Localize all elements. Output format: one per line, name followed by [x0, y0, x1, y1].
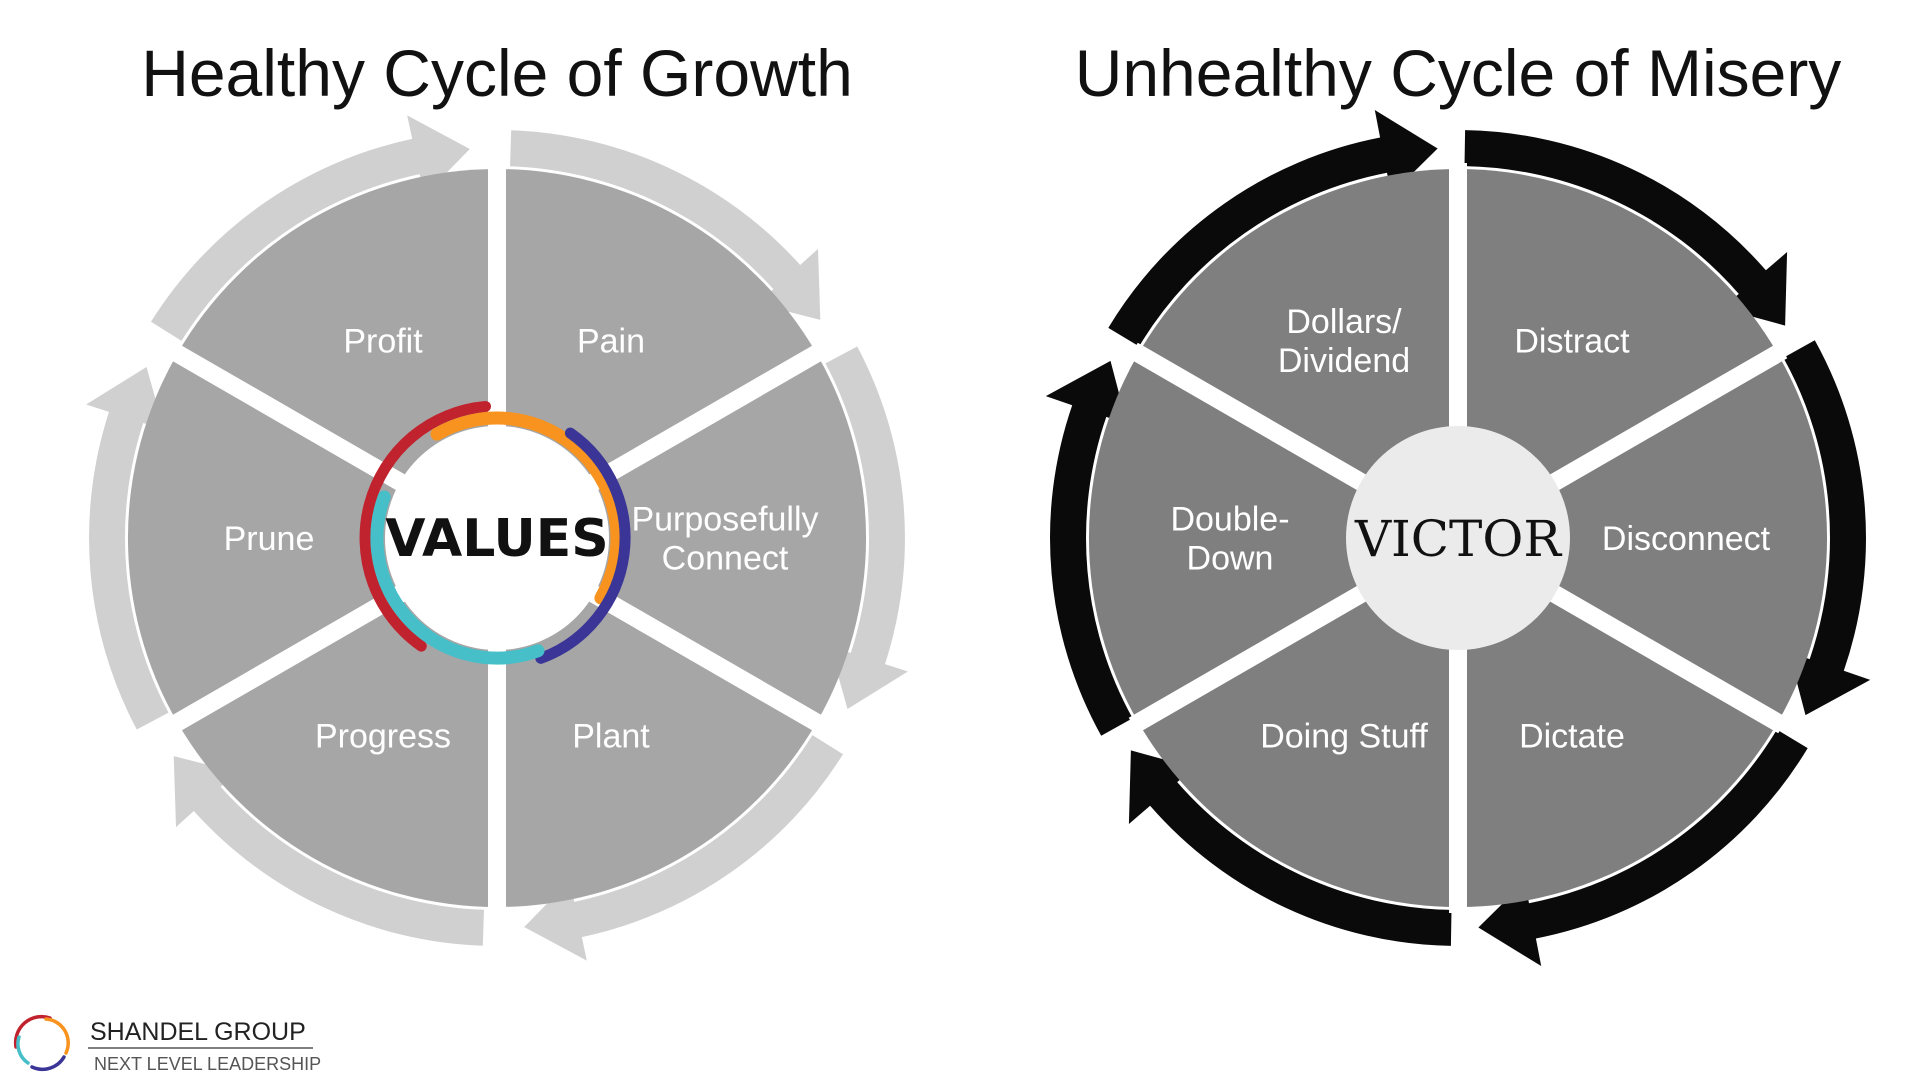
brand-tagline: NEXT LEVEL LEADERSHIP — [94, 1054, 321, 1074]
healthy-cycle-title: Healthy Cycle of Growth — [141, 36, 853, 110]
healthy-label-prune: Prune — [224, 520, 315, 558]
unhealthy-cycle-arrow — [1478, 729, 1808, 966]
healthy-segment-purposefully-connect — [497, 353, 867, 723]
unhealthy-segment-distract — [1458, 168, 1778, 538]
healthy-label-profit: Profit — [343, 322, 423, 360]
unhealthy-label-dollars-dividend: Dollars/Dividend — [1278, 303, 1410, 380]
victor-center-circle — [1346, 426, 1570, 650]
healthy-segment-prune — [127, 353, 497, 723]
healthy-label-pain: Pain — [577, 322, 645, 360]
unhealthy-cycle-title: Unhealthy Cycle of Misery — [1075, 36, 1842, 110]
unhealthy-label-doing-stuff: Doing Stuff — [1260, 717, 1428, 755]
logo-swirl-icon — [13, 1014, 70, 1072]
healthy-cycle-arrow — [86, 367, 169, 730]
unhealthy-segment-dollars-dividend — [1138, 168, 1458, 538]
healthy-segment-plant — [497, 538, 817, 907]
values-center-circle — [385, 426, 609, 650]
healthy-cycle-arrow — [510, 130, 821, 320]
unhealthy-segment-disconnect — [1458, 353, 1828, 723]
healthy-cycle-arrow — [825, 346, 908, 709]
healthy-label-progress: Progress — [315, 717, 451, 755]
healthy-label-plant: Plant — [572, 717, 650, 755]
victor-center-label: VICTOR — [1354, 510, 1562, 568]
brand-name: SHANDEL GROUP — [90, 1018, 306, 1046]
unhealthy-label-double-down: Double-Down — [1170, 500, 1289, 577]
healthy-cycle-arrow — [524, 735, 843, 961]
healthy-cycle-arrow — [151, 115, 470, 341]
healthy-segment-profit — [177, 169, 497, 538]
unhealthy-segment-doing-stuff — [1138, 538, 1458, 907]
unhealthy-cycle-arrow — [1045, 360, 1133, 736]
unhealthy-cycle-arrow — [1464, 130, 1788, 326]
unhealthy-cycle-arrow — [1128, 750, 1452, 946]
unhealthy-cycle-arrow — [1783, 340, 1871, 716]
unhealthy-cycle-arrow — [1108, 110, 1438, 347]
unhealthy-segment-double-down — [1088, 353, 1458, 723]
unhealthy-segment-dictate — [1458, 538, 1778, 908]
healthy-cycle-arrow — [173, 756, 484, 946]
unhealthy-label-distract: Distract — [1514, 322, 1630, 360]
unhealthy-label-disconnect: Disconnect — [1602, 520, 1771, 558]
shandel-group-logo: SHANDEL GROUP NEXT LEVEL LEADERSHIP — [13, 1014, 321, 1074]
unhealthy-label-dictate: Dictate — [1519, 717, 1625, 755]
values-swirl-icon — [359, 401, 631, 665]
values-center-label: VALUES — [385, 509, 608, 569]
